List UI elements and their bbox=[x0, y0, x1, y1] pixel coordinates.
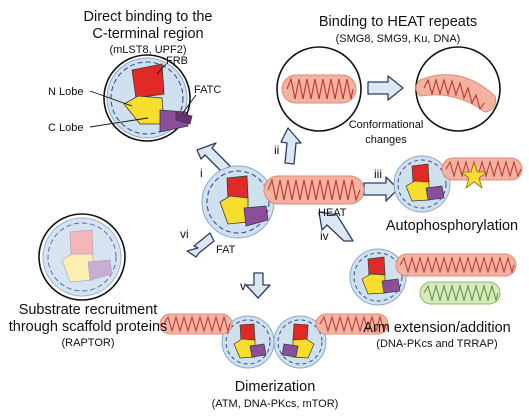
autophosphorylation-molecule bbox=[393, 155, 523, 213]
arrow-iv bbox=[318, 211, 354, 242]
arrows bbox=[186, 75, 404, 299]
c-terminal-sub: (mLST8, UPF2) bbox=[109, 44, 186, 56]
fatc-label: FATC bbox=[194, 84, 221, 96]
arrow-v bbox=[245, 272, 271, 299]
autophos-label: Autophosphorylation bbox=[386, 218, 518, 234]
heat-label: HEAT bbox=[318, 207, 347, 219]
arrow-vi bbox=[186, 232, 215, 258]
arrow-iii bbox=[363, 176, 399, 202]
circle-scaffold bbox=[38, 213, 126, 301]
circle-heat-after bbox=[415, 46, 501, 132]
arm-sub: (DNA-PKcs and TRRAP) bbox=[376, 338, 497, 350]
dimer-sub: (ATM, DNA-PKcs, mTOR) bbox=[212, 398, 339, 410]
fat-label: FAT bbox=[216, 244, 236, 256]
numeral-ii: ii bbox=[274, 143, 279, 157]
heat-binding-sub: (SMG8, SMG9, Ku, DNA) bbox=[336, 33, 461, 45]
numeral-i: i bbox=[200, 166, 203, 180]
frb-domain bbox=[131, 63, 165, 99]
substrate-title-2: through scaffold proteins bbox=[9, 319, 168, 335]
arrow-ii bbox=[280, 127, 302, 165]
substrate-title-1: Substrate recruitment bbox=[19, 302, 158, 318]
c-terminal-title-1: Direct binding to the bbox=[84, 9, 213, 25]
conformational-1: Conformational bbox=[349, 119, 424, 131]
c-lobe-label: C Lobe bbox=[48, 122, 83, 134]
circle-heat-before bbox=[276, 46, 362, 132]
leader-lines bbox=[89, 63, 197, 128]
arm-extension-molecule bbox=[349, 248, 517, 306]
frb-label: FRB bbox=[166, 55, 188, 67]
conformational-arrow bbox=[367, 75, 404, 101]
numeral-iii: iii bbox=[374, 167, 382, 181]
fatc-domain bbox=[175, 111, 193, 125]
heat-binding-title: Binding to HEAT repeats bbox=[319, 14, 477, 30]
dimer-title: Dimerization bbox=[235, 379, 316, 395]
numeral-iv: iv bbox=[320, 229, 329, 243]
circle-c-terminal bbox=[103, 54, 193, 142]
n-lobe-label: N Lobe bbox=[48, 86, 83, 98]
labels: Direct binding to the C-terminal region … bbox=[9, 9, 518, 410]
conformational-2: changes bbox=[365, 134, 407, 146]
arm-title: Arm extension/addition bbox=[363, 320, 511, 336]
numeral-v: v bbox=[240, 279, 246, 293]
star-icon bbox=[459, 160, 489, 190]
central-pikk-molecule bbox=[201, 165, 365, 239]
numeral-vi: vi bbox=[180, 227, 189, 241]
dimer-molecule bbox=[159, 313, 389, 369]
c-terminal-title-2: C-terminal region bbox=[92, 26, 203, 42]
substrate-sub: (RAPTOR) bbox=[62, 337, 115, 349]
